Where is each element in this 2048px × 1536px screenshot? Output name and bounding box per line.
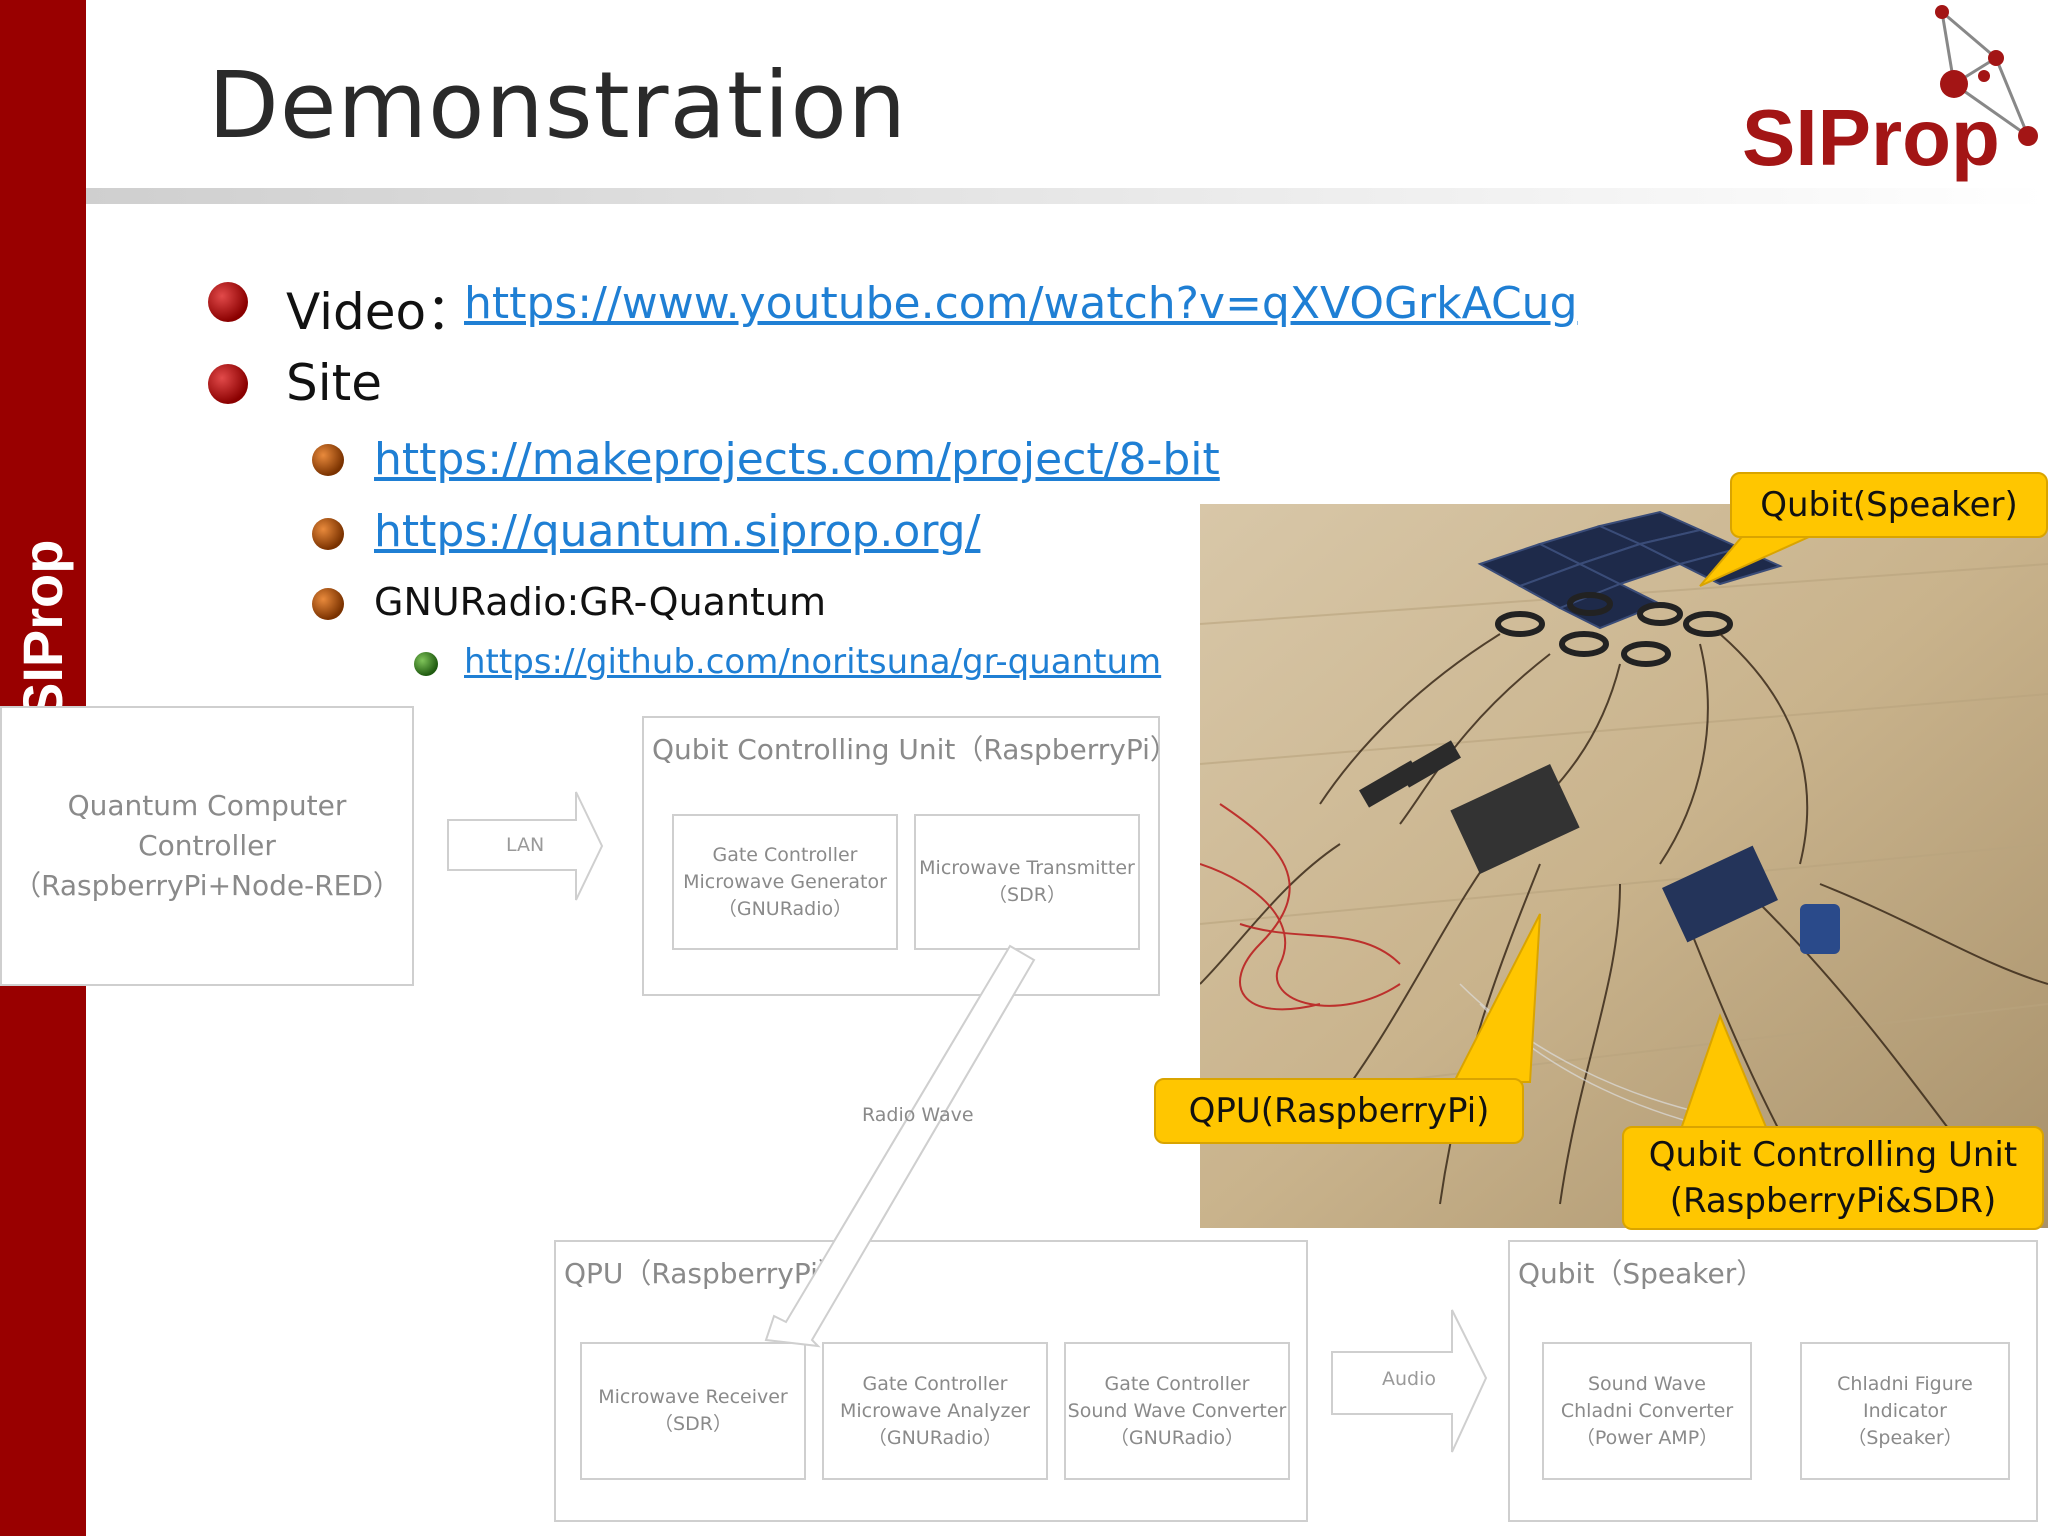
makeprojects-link[interactable]: https://makeprojects.com/project/8-bit [374, 434, 1220, 485]
gr-quantum-link[interactable]: https://github.com/noritsuna/gr-quantum [464, 642, 1162, 682]
callout-qcu-line2: (RaspberryPi&SDR) [1669, 1181, 1997, 1221]
siprop-logo-icon [1935, 5, 2038, 146]
qubit-amp-line3: （Power AMP） [1575, 1426, 1719, 1449]
qcu-tx-box: Microwave Transmitter （SDR） [914, 814, 1140, 950]
qpu-analyzer-line1: Gate Controller [862, 1372, 1008, 1395]
qpu-analyzer-line3: （GNURadio） [867, 1426, 1003, 1449]
bullet-icon [208, 282, 248, 322]
controller-line1: Quantum Computer [67, 789, 347, 822]
qpu-rx-box: Microwave Receiver （SDR） [580, 1342, 806, 1480]
radio-wave-label: Radio Wave [862, 1104, 974, 1126]
hardware-photo [1200, 504, 2048, 1228]
qcu-gate-line3: （GNURadio） [717, 897, 853, 920]
slide-title: Demonstration [208, 52, 908, 159]
qubit-indicator-line3: （Speaker） [1847, 1426, 1963, 1449]
video-colon: ： [426, 283, 477, 341]
qcu-gate-box: Gate Controller Microwave Generator （GNU… [672, 814, 898, 950]
qpu-analyzer-line2: Microwave Analyzer [840, 1399, 1030, 1422]
qpu-converter-line1: Gate Controller [1104, 1372, 1250, 1395]
qpu-analyzer-box: Gate Controller Microwave Analyzer （GNUR… [822, 1342, 1048, 1480]
qcu-gate-line2: Microwave Generator [683, 870, 887, 893]
callout-qubit-controlling-unit: Qubit Controlling Unit (RaspberryPi&SDR) [1622, 1126, 2044, 1230]
qcu-gate-line1: Gate Controller [712, 843, 858, 866]
video-label: Video： [286, 272, 476, 344]
gnuradio-label: GNURadio:GR-Quantum [374, 580, 827, 624]
qpu-converter-line3: （GNURadio） [1109, 1426, 1245, 1449]
qpu-rx-line2: （SDR） [654, 1413, 732, 1435]
qpu-rx-line1: Microwave Receiver [598, 1386, 788, 1408]
qcu-title: Qubit Controlling Unit（RaspberryPi） [652, 733, 1178, 766]
qubit-amp-box: Sound Wave Chladni Converter （Power AMP） [1542, 1342, 1752, 1480]
site-label: Site [286, 354, 382, 412]
audio-label: Audio [1382, 1368, 1437, 1390]
sub-sub-bullet-icon [414, 652, 438, 676]
sub-bullet-icon [312, 588, 344, 620]
controller-line3: （RaspberryPi+Node-RED） [13, 869, 401, 902]
qubit-title: Qubit（Speaker） [1518, 1257, 1765, 1290]
callout-qubit-speaker: Qubit(Speaker) [1730, 472, 2048, 538]
qubit-amp-line2: Chladni Converter [1560, 1399, 1734, 1422]
title-divider [86, 188, 2048, 204]
quantum-siprop-link[interactable]: https://quantum.siprop.org/ [374, 506, 981, 557]
controller-box: Quantum Computer Controller （RaspberryPi… [0, 706, 414, 986]
qubit-amp-line1: Sound Wave [1587, 1372, 1707, 1395]
sidebar-text: SIProp [11, 539, 74, 720]
qpu-title: QPU（RaspberryPi） [564, 1257, 846, 1290]
qubit-indicator-line1: Chladni Figure [1837, 1372, 1973, 1395]
qubit-indicator-line2: Indicator [1863, 1399, 1947, 1422]
sub-bullet-icon [312, 444, 344, 476]
logo-text: SIProp [1742, 93, 2000, 182]
bullet-icon [208, 364, 248, 404]
qpu-converter-box: Gate Controller Sound Wave Converter （GN… [1064, 1342, 1290, 1480]
video-label-text: Video [286, 283, 427, 341]
lan-label: LAN [506, 834, 545, 856]
callout-qcu-line1: Qubit Controlling Unit [1648, 1135, 2018, 1175]
sub-bullet-icon [312, 518, 344, 550]
qcu-tx-line2: （SDR） [988, 884, 1066, 906]
raspberrypi-boards [1359, 740, 1840, 954]
controller-line2: Controller [138, 829, 276, 862]
callout-qpu: QPU(RaspberryPi) [1154, 1078, 1524, 1144]
video-link[interactable]: https://www.youtube.com/watch?v=qXVOGrkA… [464, 278, 1578, 329]
qpu-converter-line2: Sound Wave Converter [1067, 1399, 1287, 1422]
qcu-tx-line1: Microwave Transmitter [919, 857, 1135, 879]
qubit-indicator-box: Chladni Figure Indicator （Speaker） [1800, 1342, 2010, 1480]
